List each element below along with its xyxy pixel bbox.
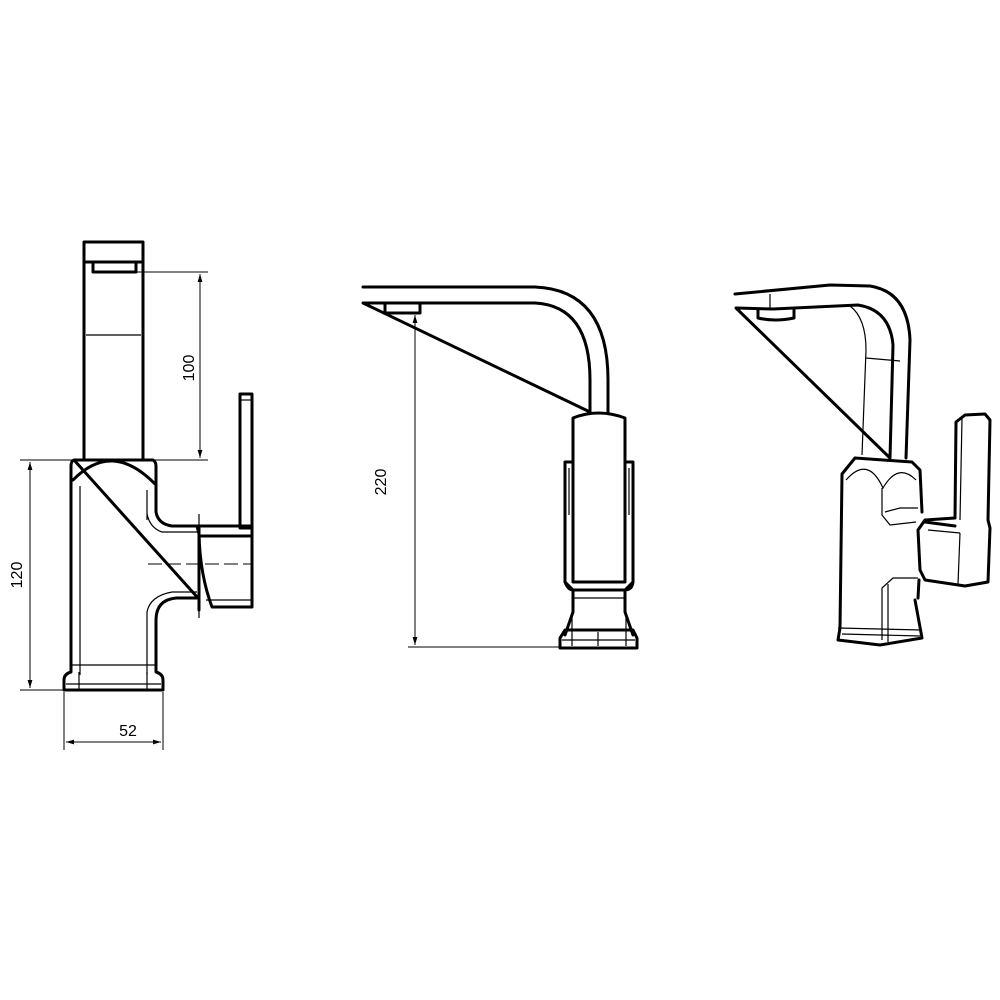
dimension-label-120: 120: [9, 562, 26, 589]
dimension-base-width: 52: [63, 692, 164, 750]
body: [62, 458, 200, 692]
dimension-label-220: 220: [373, 469, 390, 496]
dimension-label-52: 52: [119, 723, 137, 740]
perspective-view: [733, 283, 992, 647]
lever-handle: [195, 392, 254, 618]
body: [558, 411, 639, 650]
dimension-body-height: 120: [9, 459, 74, 691]
body: [836, 456, 924, 647]
spout: [82, 240, 145, 462]
lever-handle: [916, 412, 992, 588]
dimension-label-100: 100: [181, 355, 198, 382]
spout: [361, 285, 610, 414]
side-view: 100 120 52: [9, 240, 254, 750]
front-view: 220: [361, 285, 639, 650]
dimension-spout-height: 100: [136, 271, 208, 461]
dimension-outlet-height: 220: [373, 315, 560, 648]
spout: [733, 283, 912, 460]
